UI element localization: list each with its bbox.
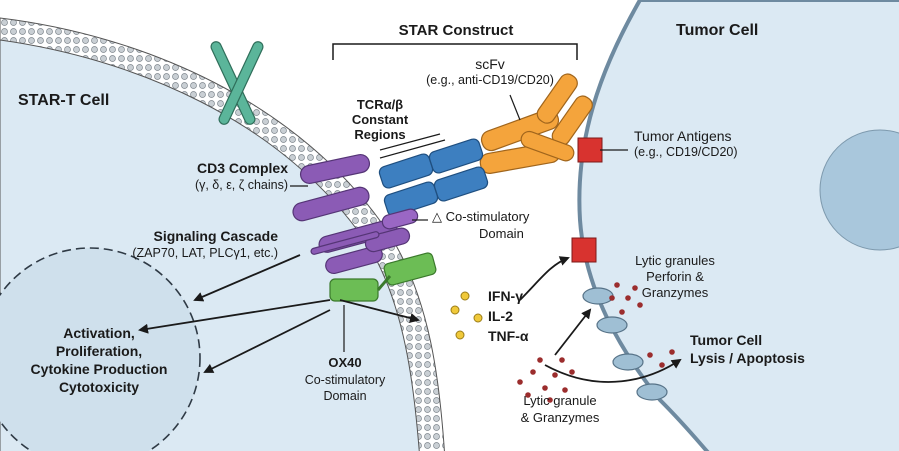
lytic-top-line2: Perforin &	[646, 269, 704, 284]
arrows	[138, 254, 682, 383]
ox40-line3: Domain	[323, 389, 367, 403]
t-cell-nucleus	[0, 247, 201, 451]
leader-lines	[290, 94, 628, 352]
costim-line2: Domain	[479, 226, 524, 241]
cytokine-dot	[450, 305, 460, 315]
star-construct-title: STAR Construct	[398, 22, 514, 39]
ox40-line2: Co-stimulatory	[304, 373, 386, 387]
arrow-granule-up	[554, 308, 592, 356]
tumor-antigen-bottom	[571, 237, 597, 263]
membrane-receptor-top	[210, 41, 264, 125]
granule-vesicles	[582, 287, 668, 401]
scfv-domain	[479, 73, 593, 174]
tcr-line1: TCRα/β	[356, 97, 404, 112]
outcome-cytokine: Cytokine Production	[30, 361, 168, 377]
tcr-line3: Regions	[354, 127, 406, 142]
cytokine-dot	[460, 291, 470, 301]
arrow-activation	[138, 299, 331, 334]
cytokine-dot	[455, 330, 465, 340]
arrow-cytokines	[339, 299, 420, 323]
signaling-detail: (ZAP70, LAT, PLCγ1, etc.)	[132, 246, 278, 260]
tumor-antigens-label: Tumor Antigens	[634, 128, 732, 144]
tcr-line2: Constant	[351, 112, 409, 127]
tumor-antigen-top	[577, 137, 603, 163]
outcome-activation: Activation,	[63, 325, 135, 341]
star-construct-bracket	[332, 43, 578, 60]
arrow-cytotoxicity	[203, 309, 331, 373]
scfv-example: (e.g., anti-CD19/CD20)	[426, 73, 554, 87]
cytokine-ifn: IFN-γ	[488, 288, 523, 304]
cd3-label: CD3 Complex	[196, 160, 288, 176]
tumor-cell-label: Tumor Cell	[676, 22, 759, 39]
cytokine-dots	[450, 291, 483, 340]
costim-line1: △ Co-stimulatory	[432, 209, 530, 224]
granzyme-dots	[517, 282, 675, 403]
cytokine-tnf: TNF-α	[488, 328, 529, 344]
lytic-bottom-line2: & Granzymes	[520, 410, 600, 425]
signaling-label: Signaling Cascade	[153, 228, 278, 244]
lysis-line2: Lysis / Apoptosis	[690, 350, 805, 366]
arrow-to-antigen	[519, 256, 570, 301]
outcome-cytotoxicity: Cytotoxicity	[58, 379, 140, 395]
arrow-signaling	[193, 254, 301, 302]
cd3-chains: (γ, δ, ε, ζ chains)	[194, 178, 288, 192]
cytokine-dot	[473, 313, 483, 323]
tcr-constant-regions	[378, 138, 489, 217]
lytic-top-line3: Granzymes	[641, 285, 709, 300]
scfv-label: scFv	[475, 56, 505, 72]
ox40-label: OX40	[328, 355, 362, 370]
ox40-domain	[329, 252, 437, 302]
lysis-line1: Tumor Cell	[690, 332, 763, 348]
tumor-antigens-example: (e.g., CD19/CD20)	[634, 145, 738, 159]
costim-domain-small	[381, 208, 419, 230]
cytokine-il2: IL-2	[488, 308, 513, 324]
lytic-bottom-line1: Lytic granule	[523, 393, 597, 408]
t-cell-label: STAR-T Cell	[18, 92, 110, 109]
arrow-to-lysis	[544, 358, 682, 383]
outcome-proliferation: Proliferation,	[55, 343, 143, 359]
tumor-nucleus	[819, 129, 899, 251]
tumor-cell	[577, 0, 899, 451]
lytic-top-line1: Lytic granules	[635, 253, 715, 268]
